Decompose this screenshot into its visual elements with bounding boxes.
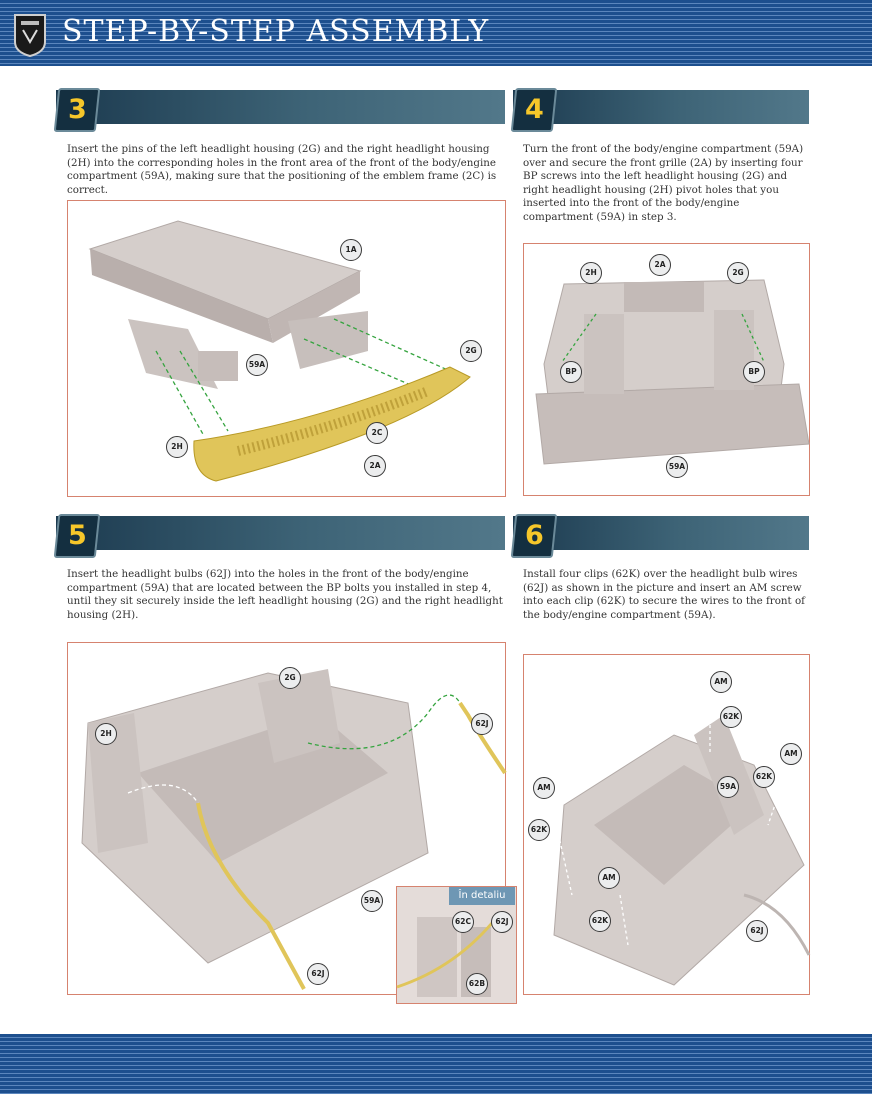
part-label: 59A — [246, 354, 268, 376]
body-clips-drawing — [551, 695, 811, 986]
step-6-bar: 6 — [510, 514, 809, 558]
step-4-instructions: Turn the front of the body/engine compar… — [523, 143, 804, 223]
part-label: 2G — [279, 667, 301, 689]
body-front-drawing — [88, 220, 471, 482]
part-label: 59A — [361, 890, 383, 912]
step-3-number: 3 — [53, 88, 101, 132]
step-3-illustration: 1A 59A 2G 2H 2C 2A — [67, 200, 506, 497]
part-label: 2G — [727, 262, 749, 284]
part-label: 2H — [580, 262, 602, 284]
part-label: 62C — [452, 911, 474, 933]
detail-drawing — [396, 916, 499, 997]
part-label: 2C — [366, 422, 388, 444]
detail-title: În detaliu — [449, 887, 515, 905]
part-label: 59A — [666, 456, 688, 478]
part-label: 2H — [166, 436, 188, 458]
brand-badge-icon — [14, 14, 46, 58]
detail-inset: În detaliu 62C 62J 62B — [396, 886, 517, 1004]
part-label: AM — [533, 777, 555, 799]
step-5-illustration: 2G 2H 62J 59A 62J În detaliu 62C 62J 62B — [67, 642, 517, 1004]
part-label: 62K — [753, 766, 775, 788]
part-label: BP — [743, 361, 765, 383]
part-label: 2A — [649, 254, 671, 276]
step-5-number: 5 — [53, 514, 101, 558]
step-3-bar: 3 — [53, 88, 505, 132]
part-label: 62K — [589, 910, 611, 932]
part-label: 2G — [460, 340, 482, 362]
body-engine-drawing — [81, 669, 507, 990]
part-label: AM — [598, 867, 620, 889]
part-label: 62K — [720, 706, 742, 728]
part-label: 62J — [491, 911, 513, 933]
part-label: AM — [710, 671, 732, 693]
part-label: 62K — [528, 819, 550, 841]
step-4-bar: 4 — [510, 88, 809, 132]
header-band — [0, 0, 872, 66]
step-4-illustration: 2H 2A 2G BP BP 59A — [523, 243, 810, 496]
part-label: AM — [780, 743, 802, 765]
body-underside-drawing — [535, 279, 810, 465]
page-title: STEP-BY-STEP ASSEMBLY — [62, 14, 490, 49]
step-5-bar: 5 — [53, 514, 505, 558]
part-label: 2H — [95, 723, 117, 745]
footer-band — [0, 1034, 872, 1094]
part-label: 62J — [307, 963, 329, 985]
step-5-instructions: Insert the headlight bulbs (62J) into th… — [67, 568, 503, 621]
step-6-instructions: Install four clips (62K) over the headli… — [523, 568, 805, 621]
part-label: 59A — [717, 776, 739, 798]
part-label: 1A — [340, 239, 362, 261]
part-label: 62J — [471, 713, 493, 735]
step-6-number: 6 — [510, 514, 558, 558]
step-3-instructions: Insert the pins of the left headlight ho… — [67, 143, 497, 196]
part-label: 2A — [364, 455, 386, 477]
part-label: 62J — [746, 920, 768, 942]
part-label: BP — [560, 361, 582, 383]
part-label: 62B — [466, 973, 488, 995]
step-4-number: 4 — [510, 88, 558, 132]
step-6-illustration: AM 62K AM 62K 59A AM 62K AM 62K 62J — [523, 654, 811, 995]
